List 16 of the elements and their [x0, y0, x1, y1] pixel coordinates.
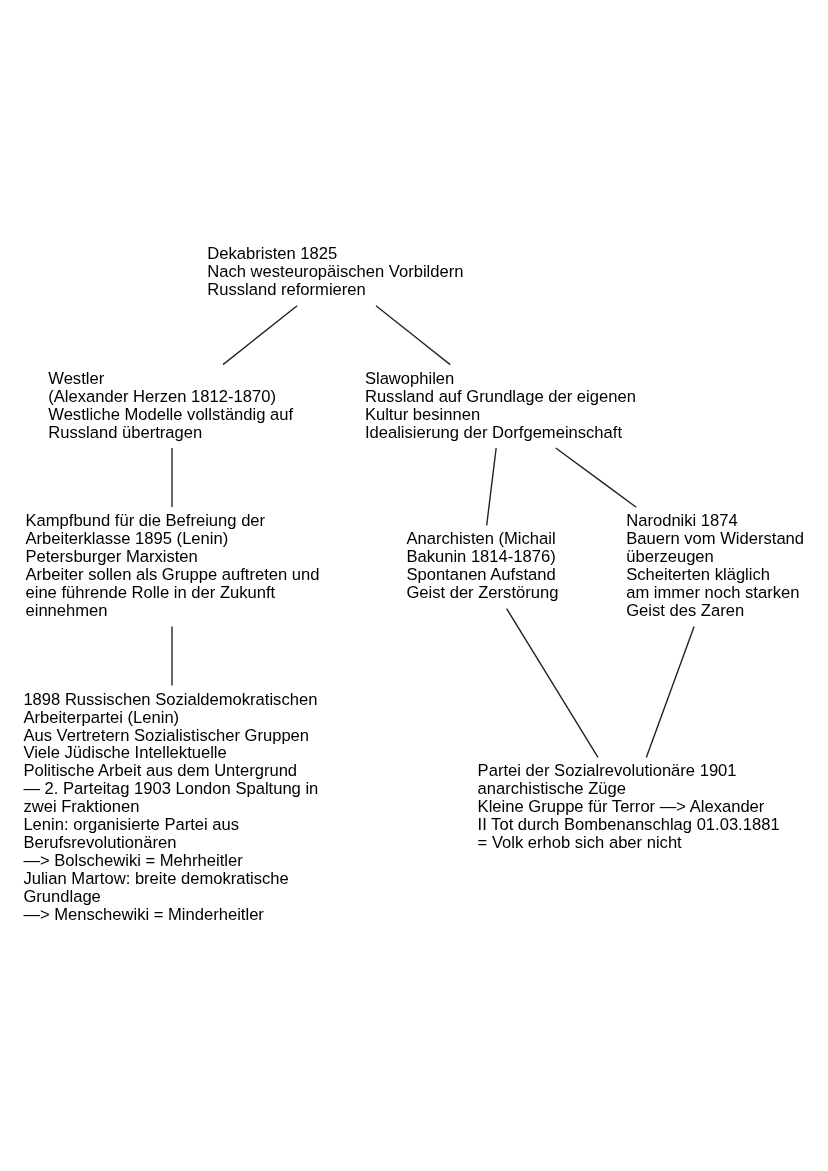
- node-text: Narodniki 1874 Bauern vom Widerstand überzeugen Scheiterten kläglich am immer noch starken Geist des Zaren: [626, 511, 805, 621]
- node-text: Westler (Alexander Herzen 1812-1870) Westliche Modelle vollständig auf Russland übertragen: [48, 368, 294, 442]
- connector: [555, 447, 637, 508]
- connector: [171, 625, 173, 687]
- connector: [505, 607, 599, 759]
- connector: [222, 305, 298, 366]
- node-text: Dekabristen 1825 Nach westeuropäischen Vorbildern Russland reformieren: [207, 244, 464, 300]
- node-text: Partei der Sozialrevolutionäre 1901 anarchistische Züge Kleine Gruppe für Terror —> Alexander II Tot durch Bombenanschlag 01.03.1881 = Volk erhob sich aber nicht: [477, 761, 780, 853]
- node-text: Kampfbund für die Befreiung der Arbeiterklasse 1895 (Lenin) Petersburger Marxisten Arbeiter sollen als Gruppe auftreten und eine führende Rolle in der Zukunft einnehmen: [25, 511, 320, 621]
- node-text: Slawophilen Russland auf Grundlage der eigenen Kultur besinnen Idealisierung der Dorfgemeinschaft: [364, 368, 636, 442]
- connector: [171, 447, 173, 508]
- node-text: Anarchisten (Michail Bakunin 1814-1876) Spontanen Aufstand Geist der Zerstörung: [406, 529, 559, 603]
- connector: [375, 305, 451, 366]
- connector: [645, 625, 695, 759]
- connector: [486, 447, 497, 527]
- node-text: 1898 Russischen Sozialdemokratischen Arbeiterpartei (Lenin) Aus Vertretern Sozialistischer Gruppen Viele Jüdische Intellektuelle Politische Arbeit aus dem Untergrund — 2. Parteitag 1903 London Spaltung in zwei Fraktionen Lenin: organisierte Partei aus Berufsrevolutionären —> Bolschewiki = Mehrheitler Julian Martow: breite demokratische Grundlage —> Menschewiki = Minderheitler: [23, 689, 319, 925]
